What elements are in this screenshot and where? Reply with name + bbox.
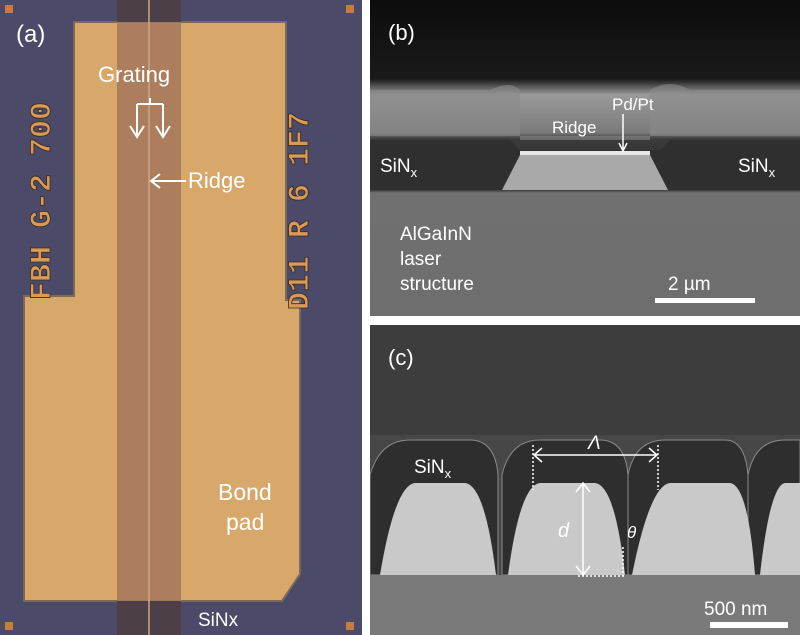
material-line-1: AlGaInN bbox=[400, 224, 472, 245]
grating-arrows bbox=[129, 98, 171, 139]
panel-c-sem-grating: (c) SiNx Λ d θ 500 nm bbox=[370, 325, 800, 635]
scale-bar-label: 2 µm bbox=[668, 274, 711, 295]
sinx-label: SiNx bbox=[198, 610, 239, 631]
ridge-shape bbox=[502, 155, 668, 190]
depth-arrow bbox=[575, 481, 626, 577]
panel-b-sem-cross-section: (b) Pd/Pt Ridge SiNx SiNx AlGaInN laser … bbox=[370, 0, 800, 316]
depth-label: d bbox=[558, 520, 570, 542]
grating-label: Grating bbox=[98, 62, 170, 87]
ridge-label: Ridge bbox=[188, 168, 245, 193]
corner-mark bbox=[5, 5, 13, 13]
period-label: Λ bbox=[587, 433, 601, 454]
ridge-arrow bbox=[149, 173, 186, 189]
chip-text-left: FBH G-2 700 bbox=[26, 102, 60, 300]
scale-bar bbox=[710, 622, 788, 628]
panel-c-label: (c) bbox=[388, 345, 414, 370]
material-line-2: laser bbox=[400, 249, 442, 270]
ridge-label: Ridge bbox=[552, 118, 596, 137]
bond-label: Bond bbox=[218, 479, 272, 505]
scale-bar bbox=[655, 298, 755, 303]
scale-bar-label: 500 nm bbox=[704, 599, 767, 620]
sinx-right-label: SiNx bbox=[738, 156, 776, 180]
panel-a-optical-micrograph: (a) FBH G-2 700 D11 R 6 1F7 Grating Ridg… bbox=[0, 0, 362, 635]
pdpt-label: Pd/Pt bbox=[612, 95, 654, 114]
chip-text-right: D11 R 6 1F7 bbox=[284, 112, 318, 310]
panel-b-label: (b) bbox=[388, 20, 415, 45]
panel-a-label: (a) bbox=[16, 21, 45, 48]
grating-teeth bbox=[380, 483, 800, 575]
period-arrow bbox=[532, 445, 659, 490]
pad-label: pad bbox=[226, 509, 264, 535]
sinx-left-label: SiNx bbox=[380, 156, 418, 180]
material-line-3: structure bbox=[400, 274, 474, 295]
sinx-label: SiNx bbox=[414, 457, 452, 481]
angle-label: θ bbox=[627, 523, 637, 542]
